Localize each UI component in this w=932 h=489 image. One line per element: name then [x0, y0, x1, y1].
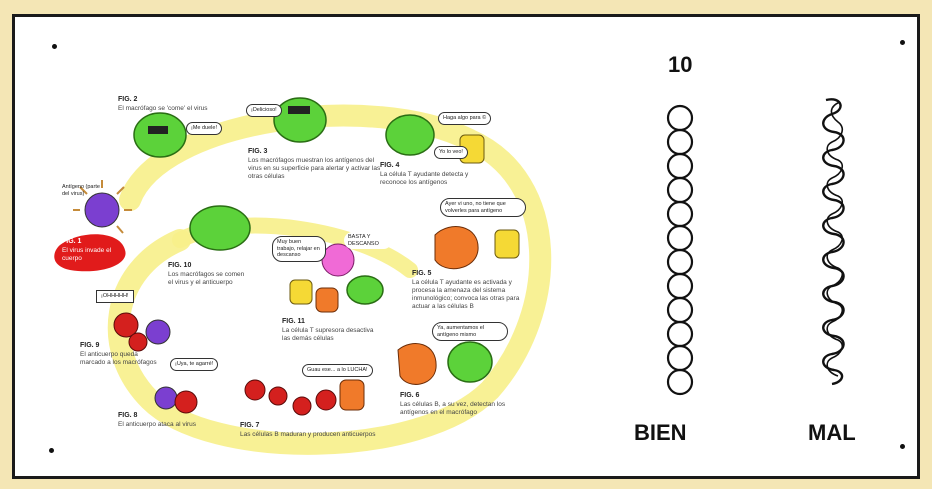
fig-8-text: El anticuerpo ataca al virus: [118, 420, 197, 428]
b-cell-orange-1: [434, 226, 479, 270]
macrophage-green-4: [189, 205, 251, 251]
antibody-red-cluster-2: [113, 312, 148, 352]
fig-6-caption: FIG. 6 Las células B, a su vez, detectan…: [400, 392, 510, 417]
fig-8-caption: FIG. 8 El anticuerpo ataca al virus: [118, 412, 228, 429]
bubble-antigeno: Antígeno (parte del virus): [62, 184, 100, 197]
corner-dot-top-right: [900, 40, 905, 45]
fig-10-text: Los macrófagos se comen el virus y el an…: [168, 270, 245, 286]
chain-link-3: [666, 152, 694, 180]
fig-3-title: FIG. 3: [248, 148, 268, 155]
t-suppressor-pink: [321, 243, 355, 277]
bubble-ya-aumentamos: Ya, aumentamos el antígeno mismo: [432, 322, 508, 342]
fig-2-text: El macrófago se 'come' el virus: [118, 104, 208, 112]
bubble-ohhh: ¡OHHHHH!: [96, 290, 134, 303]
virus-purple-cell: [84, 192, 120, 228]
fig-11-caption: FIG. 11 La célula T supresora desactiva …: [282, 318, 382, 343]
fig-5-caption: FIG. 5 La célula T ayudante es activada …: [412, 270, 532, 311]
count-label: 10: [668, 52, 693, 77]
macrophage-green-1: [133, 112, 187, 158]
chain-bad: [822, 98, 845, 386]
fig-3-caption: FIG. 3 Los macrófagos muestran los antíg…: [248, 148, 388, 181]
fig-2-title: FIG. 2: [118, 96, 138, 103]
fig-5-text: La célula T ayudante es activada y proce…: [412, 278, 520, 311]
b-cell-orange-2: [315, 287, 339, 313]
good-label: BIEN: [634, 420, 687, 445]
bubble-muy-buen-trabajo: Muy buen trabajo, relajar en descanso: [272, 236, 326, 262]
twisted-chain: [822, 98, 845, 386]
fig-4-title: FIG. 4: [380, 162, 400, 169]
fig-7-caption: FIG. 7 Las células B maduran y producen …: [240, 422, 390, 439]
chain-link-9: [666, 296, 694, 324]
fig-1-caption: FIG. 1 El virus invade el cuerpo: [62, 238, 132, 263]
corner-dot-bottom-right: [900, 444, 905, 449]
bubble-basta: BASTA Y DESCANSO: [344, 232, 392, 250]
fig-5-title: FIG. 5: [412, 270, 432, 277]
bubble-delicioso: ¡Delicioso!: [246, 104, 282, 117]
macrophage-green-3: [385, 114, 435, 156]
twisted-chain-shadow: [826, 101, 844, 377]
macrophage-green-6: [447, 341, 493, 383]
fig-6-title: FIG. 6: [400, 392, 420, 399]
fig-8-title: FIG. 8: [118, 412, 138, 419]
fig-2-caption: FIG. 2 El macrófago se 'come' el virus: [118, 96, 238, 113]
b-cell-orange-4: [339, 379, 365, 411]
fig-9-text: El anticuerpo queda marcado a los macróf…: [80, 350, 157, 366]
fig-9-title: FIG. 9: [80, 342, 100, 349]
bubble-me-duele: ¡Me duele!: [186, 122, 222, 135]
chain-link-10: [666, 320, 694, 348]
fig-10-title: FIG. 10: [168, 262, 192, 269]
fig-10-caption: FIG. 10 Los macrófagos se comen el virus…: [168, 262, 248, 287]
bubble-yo-lo-veo: Yo lo veo!: [434, 146, 468, 159]
fig-1-title: FIG. 1: [62, 238, 82, 245]
chain-link-2: [666, 128, 694, 156]
virus-purple-cell-3: [145, 319, 171, 345]
antibody-red-cluster-1: [244, 379, 337, 416]
bad-label: MAL: [808, 420, 856, 445]
chain-link-5: [666, 200, 694, 228]
chain-link-4: [666, 176, 694, 204]
chain-good: [666, 104, 694, 396]
t-helper-yellow-2: [494, 229, 520, 259]
bubble-ayer-vi-uno: Ayer vi uno, no tiene que volverles para…: [440, 198, 526, 218]
b-cell-orange-3: [397, 343, 437, 385]
fig-3-text: Los macrófagos muestran los antígenos de…: [248, 156, 381, 180]
fig-1-text: El virus invade el cuerpo: [62, 246, 112, 262]
chain-link-7: [666, 248, 694, 276]
chain-link-6: [666, 224, 694, 252]
antibody-red-2: [174, 390, 198, 414]
immune-cycle-illustration: [54, 97, 552, 455]
macrophage-hat-2: [288, 106, 310, 114]
fig-4-text: La célula T ayudante detecta y reconoce …: [380, 170, 469, 186]
corner-dot-top-left: [52, 44, 57, 49]
macrophage-green-2: [273, 97, 327, 143]
fig-4-caption: FIG. 4 La célula T ayudante detecta y re…: [380, 162, 480, 187]
fig-7-title: FIG. 7: [240, 422, 260, 429]
fig-11-title: FIG. 11: [282, 318, 305, 325]
fig-7-text: Las células B maduran y producen anticue…: [240, 430, 376, 438]
chain-link-1: [666, 104, 694, 132]
chain-link-12: [666, 368, 694, 396]
bubble-uya: ¡Uya, te agarré!: [170, 358, 219, 371]
chain-link-11: [666, 344, 694, 372]
virus-spikes: [73, 180, 132, 234]
fig-11-text: La célula T supresora desactiva las demá…: [282, 326, 374, 342]
bubble-haga-algo: Haga algo para ©: [438, 112, 492, 125]
fig-6-text: Las células B, a su vez, detectan los an…: [400, 400, 506, 416]
macrophage-hat-1: [148, 126, 168, 134]
t-helper-yellow-3: [289, 279, 313, 305]
macrophage-green-5: [346, 275, 384, 305]
fig-9-caption: FIG. 9 El anticuerpo queda marcado a los…: [80, 342, 160, 367]
blood-splash: [54, 234, 126, 272]
corner-dot-bottom-left: [49, 448, 54, 453]
virus-purple-cell-2: [154, 386, 178, 410]
chain-link-8: [666, 272, 694, 300]
bubble-guau: Guau ese... a lo LUCHA!: [302, 364, 373, 377]
